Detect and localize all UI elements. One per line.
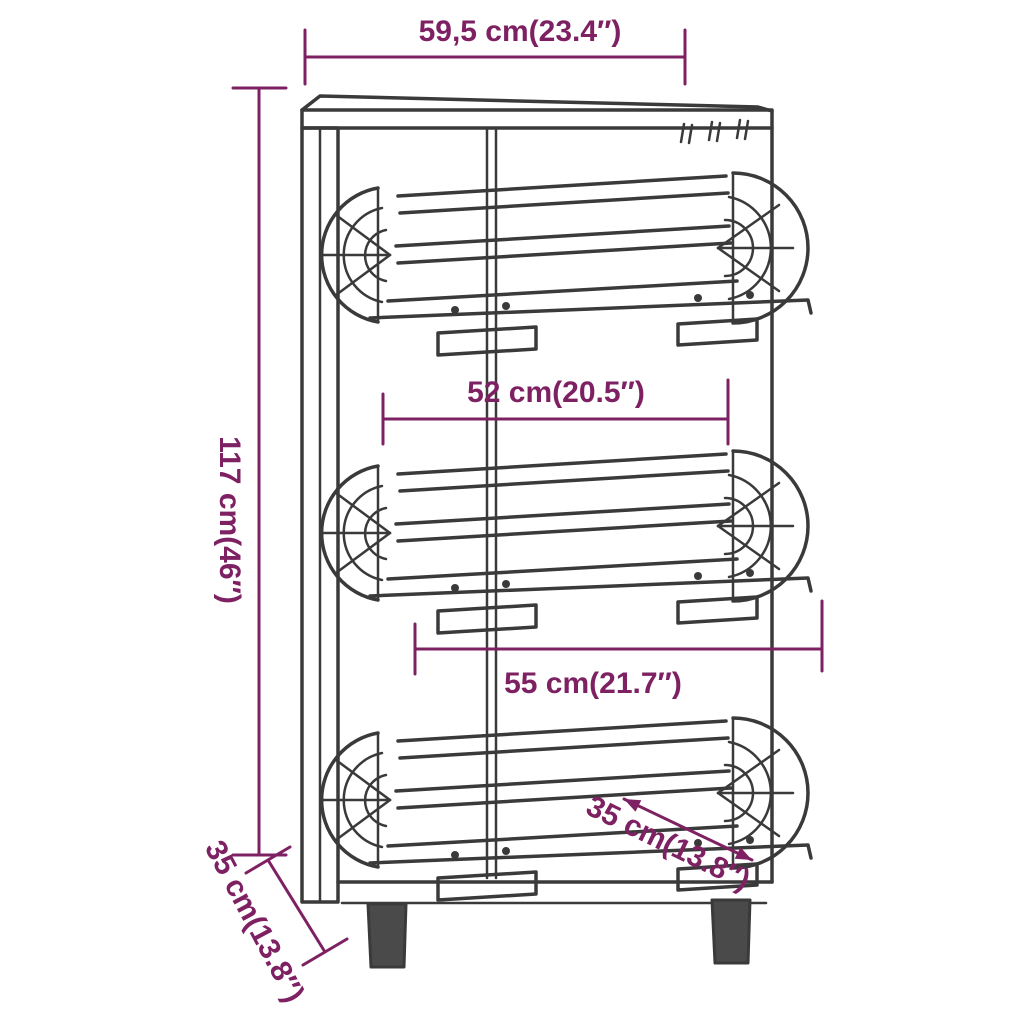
dim-width-top-label: 59,5 cm(23.4″) [419,15,622,48]
hinge-mark [715,121,722,143]
leg-left [366,902,408,969]
compartment-2 [319,449,813,635]
dim-inner-width-lower: 55 cm(21.7″) [413,599,824,700]
hinge-mark [707,120,714,142]
dim-inner-width-upper-label: 52 cm(20.5″) [467,376,645,409]
arrowhead-icon [624,799,642,812]
leg-right [710,898,752,965]
hinge-marks [679,118,750,145]
shoe-cabinet-drawing [300,94,813,969]
dim-inner-width-lower-label: 55 cm(21.7″) [504,667,682,700]
dim-inner-width-upper: 52 cm(20.5″) [381,376,730,446]
dim-height-left-label: 117 cm(46″) [213,436,246,604]
top-panel [300,94,774,130]
arrowhead-icon [734,847,752,860]
dim-tick [301,937,349,967]
left-side-panel [300,126,340,904]
hinge-mark [679,122,686,144]
dim-height-left: 117 cm(46″) [213,86,288,857]
dim-arrow-line [622,797,754,862]
dim-depth-side: 35 cm(13.8″) [198,835,349,1008]
hinge-mark [743,119,750,141]
dim-line [266,858,327,954]
hinge-mark [735,118,742,140]
top-panel-front [300,108,774,130]
hinge-mark [687,123,694,145]
dim-tick [244,845,292,875]
dim-depth-side-label: 35 cm(13.8″) [198,835,311,1007]
dim-width-top: 59,5 cm(23.4″) [303,15,687,86]
compartment-1 [319,171,813,357]
